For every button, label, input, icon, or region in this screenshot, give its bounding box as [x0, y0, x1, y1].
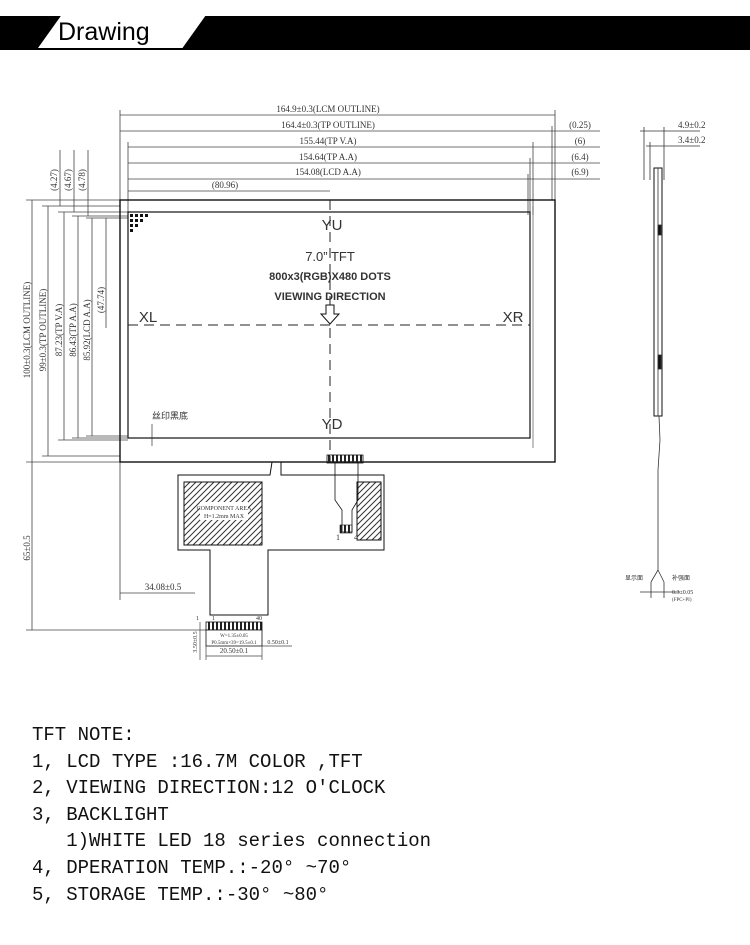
connector-pad [326, 454, 364, 464]
dim-tp-va-width: 155.44(TP V.A) [299, 136, 356, 146]
dim-tp-height: 99±0.3(TP OUTLINE) [38, 289, 48, 372]
panel-size: 7.0” TFT [305, 249, 355, 264]
dim-fpc-tail-h: 3.50±0.5 [193, 631, 199, 652]
dim-lcm-width: 164.9±0.3(LCM OUTLINE) [276, 104, 379, 114]
dim-offset-69: (6.9) [571, 167, 588, 177]
dim-offset-6: (6) [575, 136, 586, 146]
label-xr: XR [503, 309, 524, 326]
fpc-outline [177, 461, 385, 616]
top-dimension-lines [119, 110, 600, 215]
note-item: 1)WHITE LED 18 series connection [32, 830, 432, 853]
dim-fpc-offset: 34.08±0.5 [145, 582, 182, 592]
page-title: Drawing [58, 18, 150, 46]
dim-thickness-module: 3.4±0.2 [678, 135, 705, 145]
dim-lcd-aa-width: 154.08(LCD A.A) [295, 167, 361, 177]
tail-label-top: W=1.35±0.05 [220, 634, 248, 639]
dim-thickness-total: 4.9±0.2 [678, 120, 705, 130]
label-yd: YD [322, 416, 343, 433]
dim-fpc-pitch: 0.50±0.1 [267, 640, 288, 646]
tail-pin-40: 40 [256, 616, 262, 622]
note-item: 4, DPERATION TEMP.:-20° ~70° [32, 856, 352, 879]
component-area-label: COMPONENT AREA [197, 506, 252, 512]
note-item: 5, STORAGE TEMP.:-30° ~80° [32, 883, 329, 906]
label-xl: XL [139, 309, 157, 326]
dim-offset-025: (0.25) [569, 120, 591, 130]
viewing-arrow-icon [319, 304, 341, 325]
dim-offset-64: (6.4) [571, 152, 588, 162]
panel-viewing-direction: VIEWING DIRECTION [274, 291, 385, 303]
dim-tp-aa-height: 86.43(TP A.A) [68, 303, 78, 356]
dim-lcd-aa-height: 85.92(LCD A.A) [82, 299, 92, 360]
note-item: 3, BACKLIGHT [32, 803, 169, 826]
ribbon-cable [334, 463, 359, 533]
dim-tp-aa-width: 154.64(TP A.A) [299, 152, 357, 162]
fpc-tail-label-box [205, 629, 263, 647]
dim-v-478: (4.78) [77, 169, 87, 191]
dim-lcm-height: 100±0.3(LCM OUTLINE) [22, 282, 32, 378]
dim-tp-va-height: 87.23(TP V.A) [54, 304, 64, 357]
marker-dots [130, 214, 148, 232]
dim-v-467: (4.67) [63, 169, 73, 191]
component-height-label: H=1.2mm MAX [204, 514, 245, 520]
left-dimension-lines [26, 150, 210, 631]
silkscreen-note: 丝印黑底 [152, 410, 188, 421]
ribbon-pin-4: 4 [354, 533, 358, 542]
dim-fpc-thickness-note: (FPC+PI) [672, 598, 692, 603]
tail-pin-1: 1 [196, 616, 199, 622]
label-yu: YU [322, 217, 343, 234]
dim-fpc-length: 65±0.5 [22, 535, 32, 561]
dim-center-y: (47.74) [96, 287, 106, 313]
note-item: 1, LCD TYPE :16.7M COLOR ,TFT [32, 750, 363, 773]
side-view [640, 127, 700, 598]
stiffener-area [356, 481, 382, 541]
tail-pin-1-inner: 1 [212, 616, 215, 622]
note-item: 2, VIEWING DIRECTION:12 O'CLOCK [32, 777, 386, 800]
dim-fpc-tail-width: 20.50±0.1 [220, 647, 249, 655]
dim-v-427: (4.27) [49, 169, 59, 191]
dim-tp-width: 164.4±0.3(TP OUTLINE) [281, 120, 375, 130]
dim-center-x: (80.96) [212, 180, 238, 190]
ribbon-pin-1: 1 [336, 533, 340, 542]
header-tab [38, 15, 206, 48]
side-display-face: 显示面 [625, 575, 643, 582]
dim-fpc-thickness: 0.3±0.05 [672, 590, 693, 596]
fpc-tail-contacts [205, 621, 263, 631]
notes-title: TFT NOTE: [32, 724, 135, 746]
lcd-mechanical-drawing: 164.9±0.3(LCM OUTLINE) 164.4±0.3(TP OUTL… [22, 104, 705, 660]
tft-notes: TFT NOTE: 1, LCD TYPE :16.7M COLOR ,TFT … [32, 722, 732, 908]
panel-resolution: 800x3(RGB)X480 DOTS [269, 271, 391, 283]
tail-label-bottom: P0.5mm×39=19.5±0.1 [211, 641, 257, 646]
side-back-face: 补强面 [672, 574, 690, 582]
